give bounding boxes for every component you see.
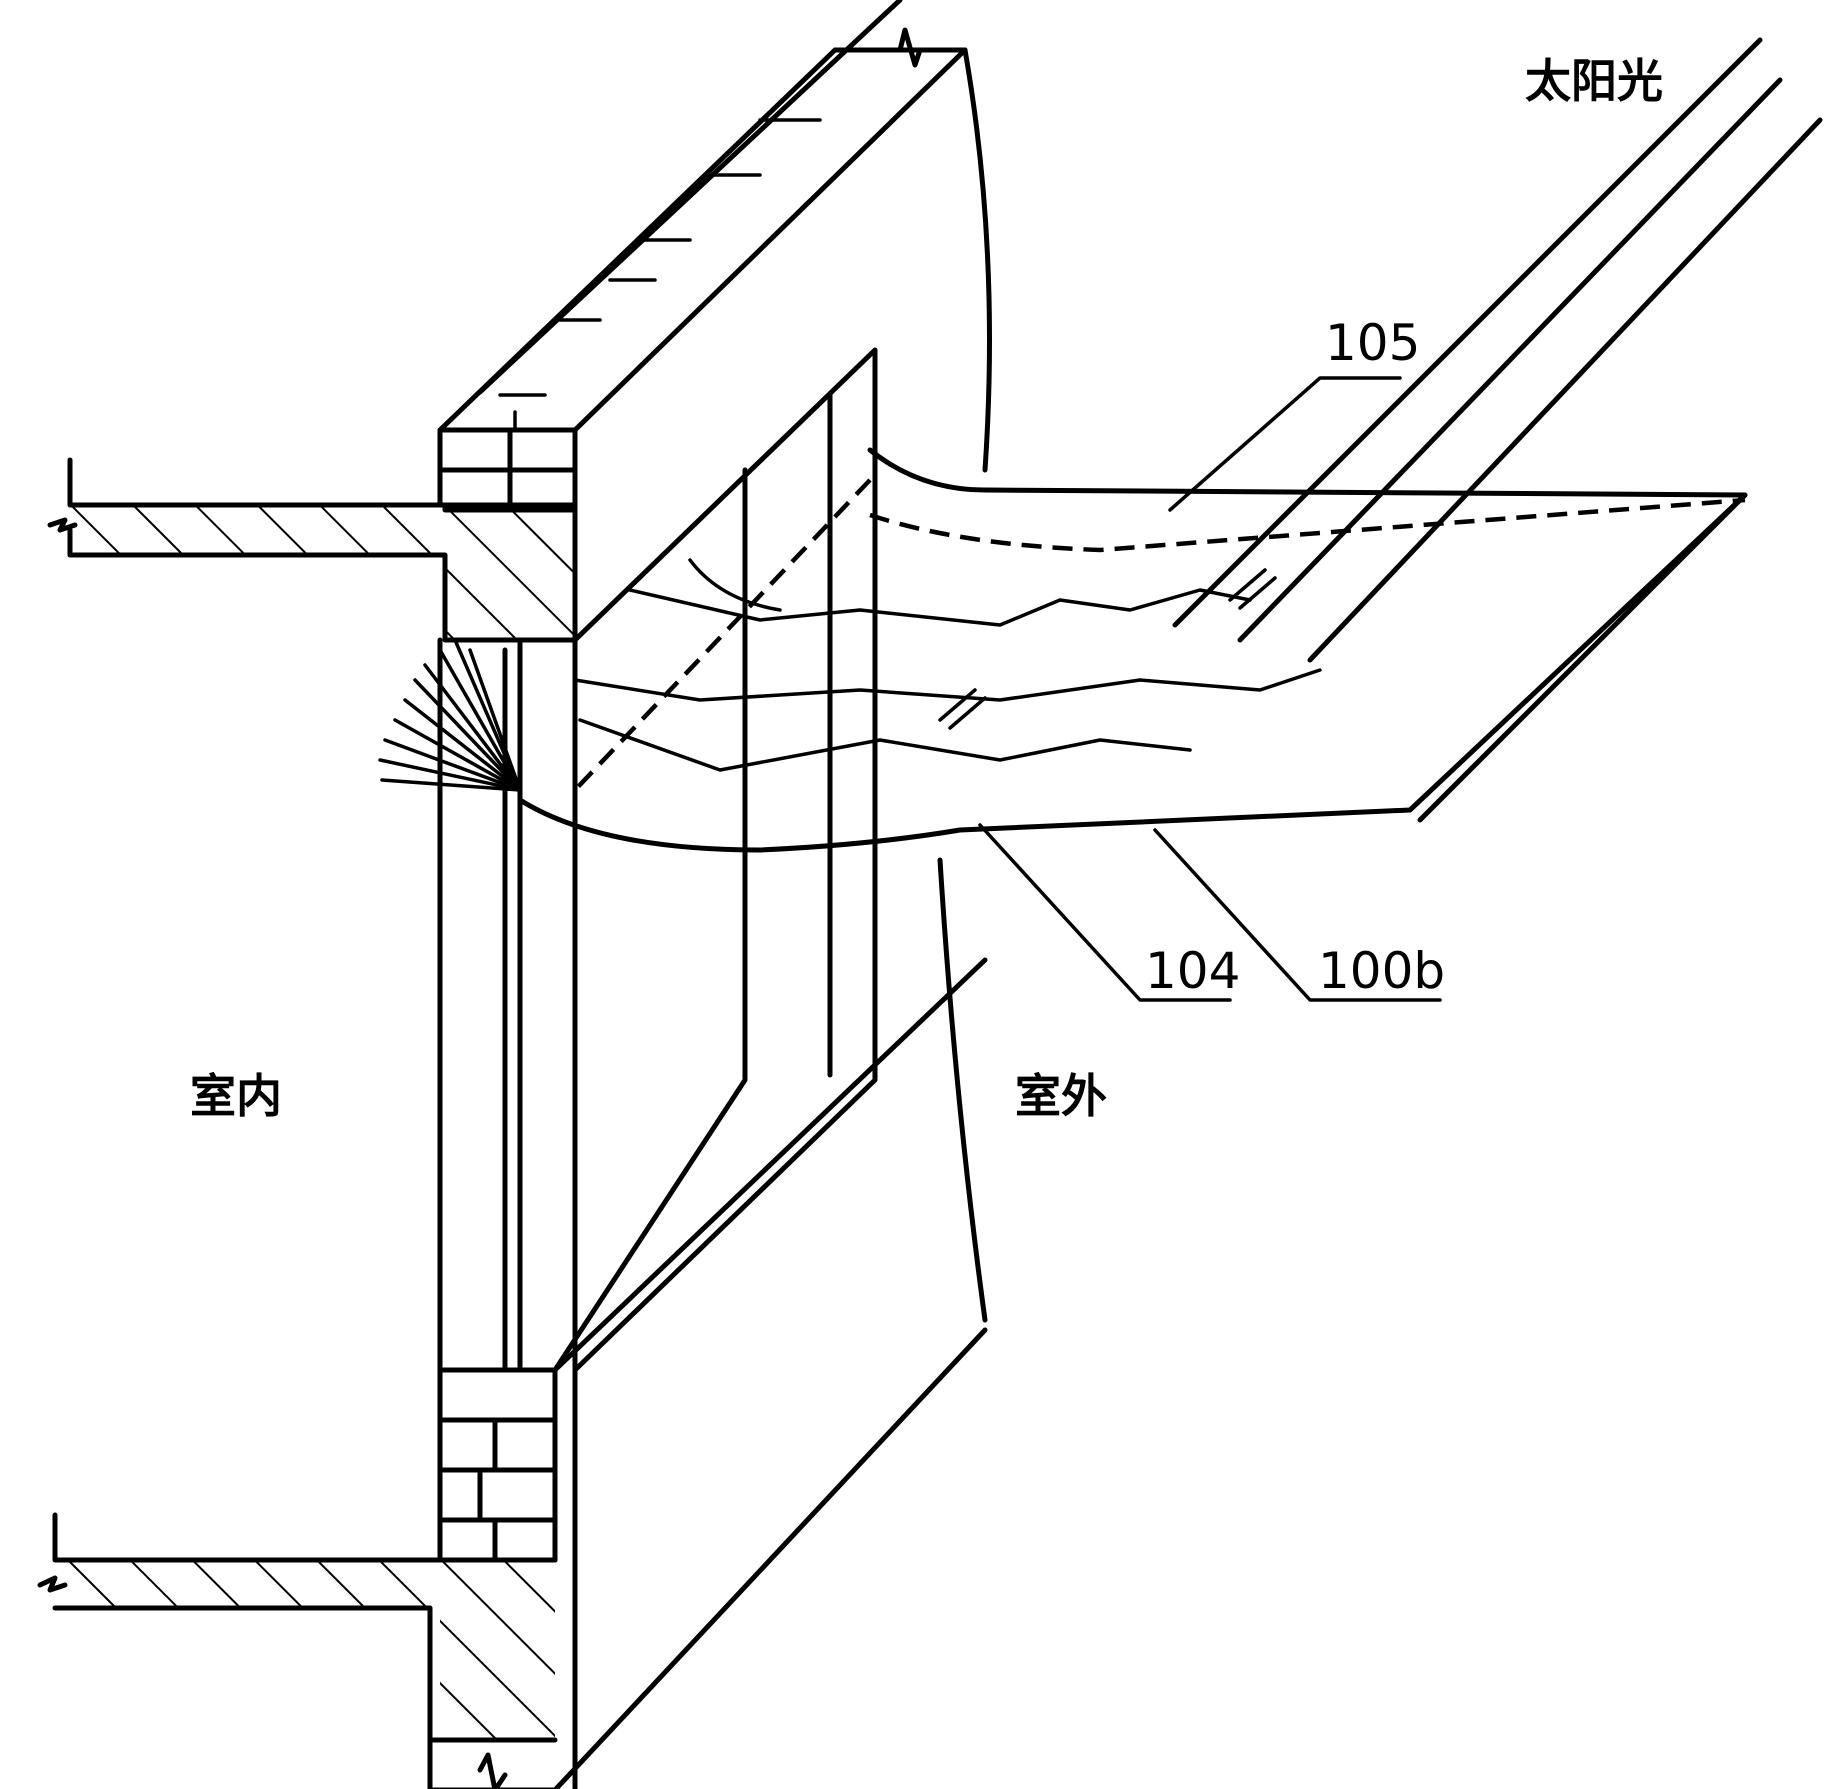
ref-105: 105 bbox=[1325, 314, 1420, 372]
leader-lines bbox=[978, 376, 1442, 1002]
lower-wall bbox=[437, 957, 988, 1789]
upper-floor-slab bbox=[47, 457, 578, 643]
outer-wall-curve bbox=[937, 857, 988, 1323]
ref-100b: 100b bbox=[1318, 942, 1445, 1000]
light-shelf bbox=[378, 447, 1748, 853]
sunlight-rays bbox=[1172, 37, 1823, 663]
label-sunlight: 太阳光 bbox=[1525, 54, 1663, 108]
lower-floor-slab bbox=[37, 1512, 558, 1789]
label-outdoor: 室外 bbox=[1015, 1069, 1107, 1123]
label-indoor: 室内 bbox=[190, 1069, 282, 1123]
ref-104: 104 bbox=[1145, 942, 1240, 1000]
